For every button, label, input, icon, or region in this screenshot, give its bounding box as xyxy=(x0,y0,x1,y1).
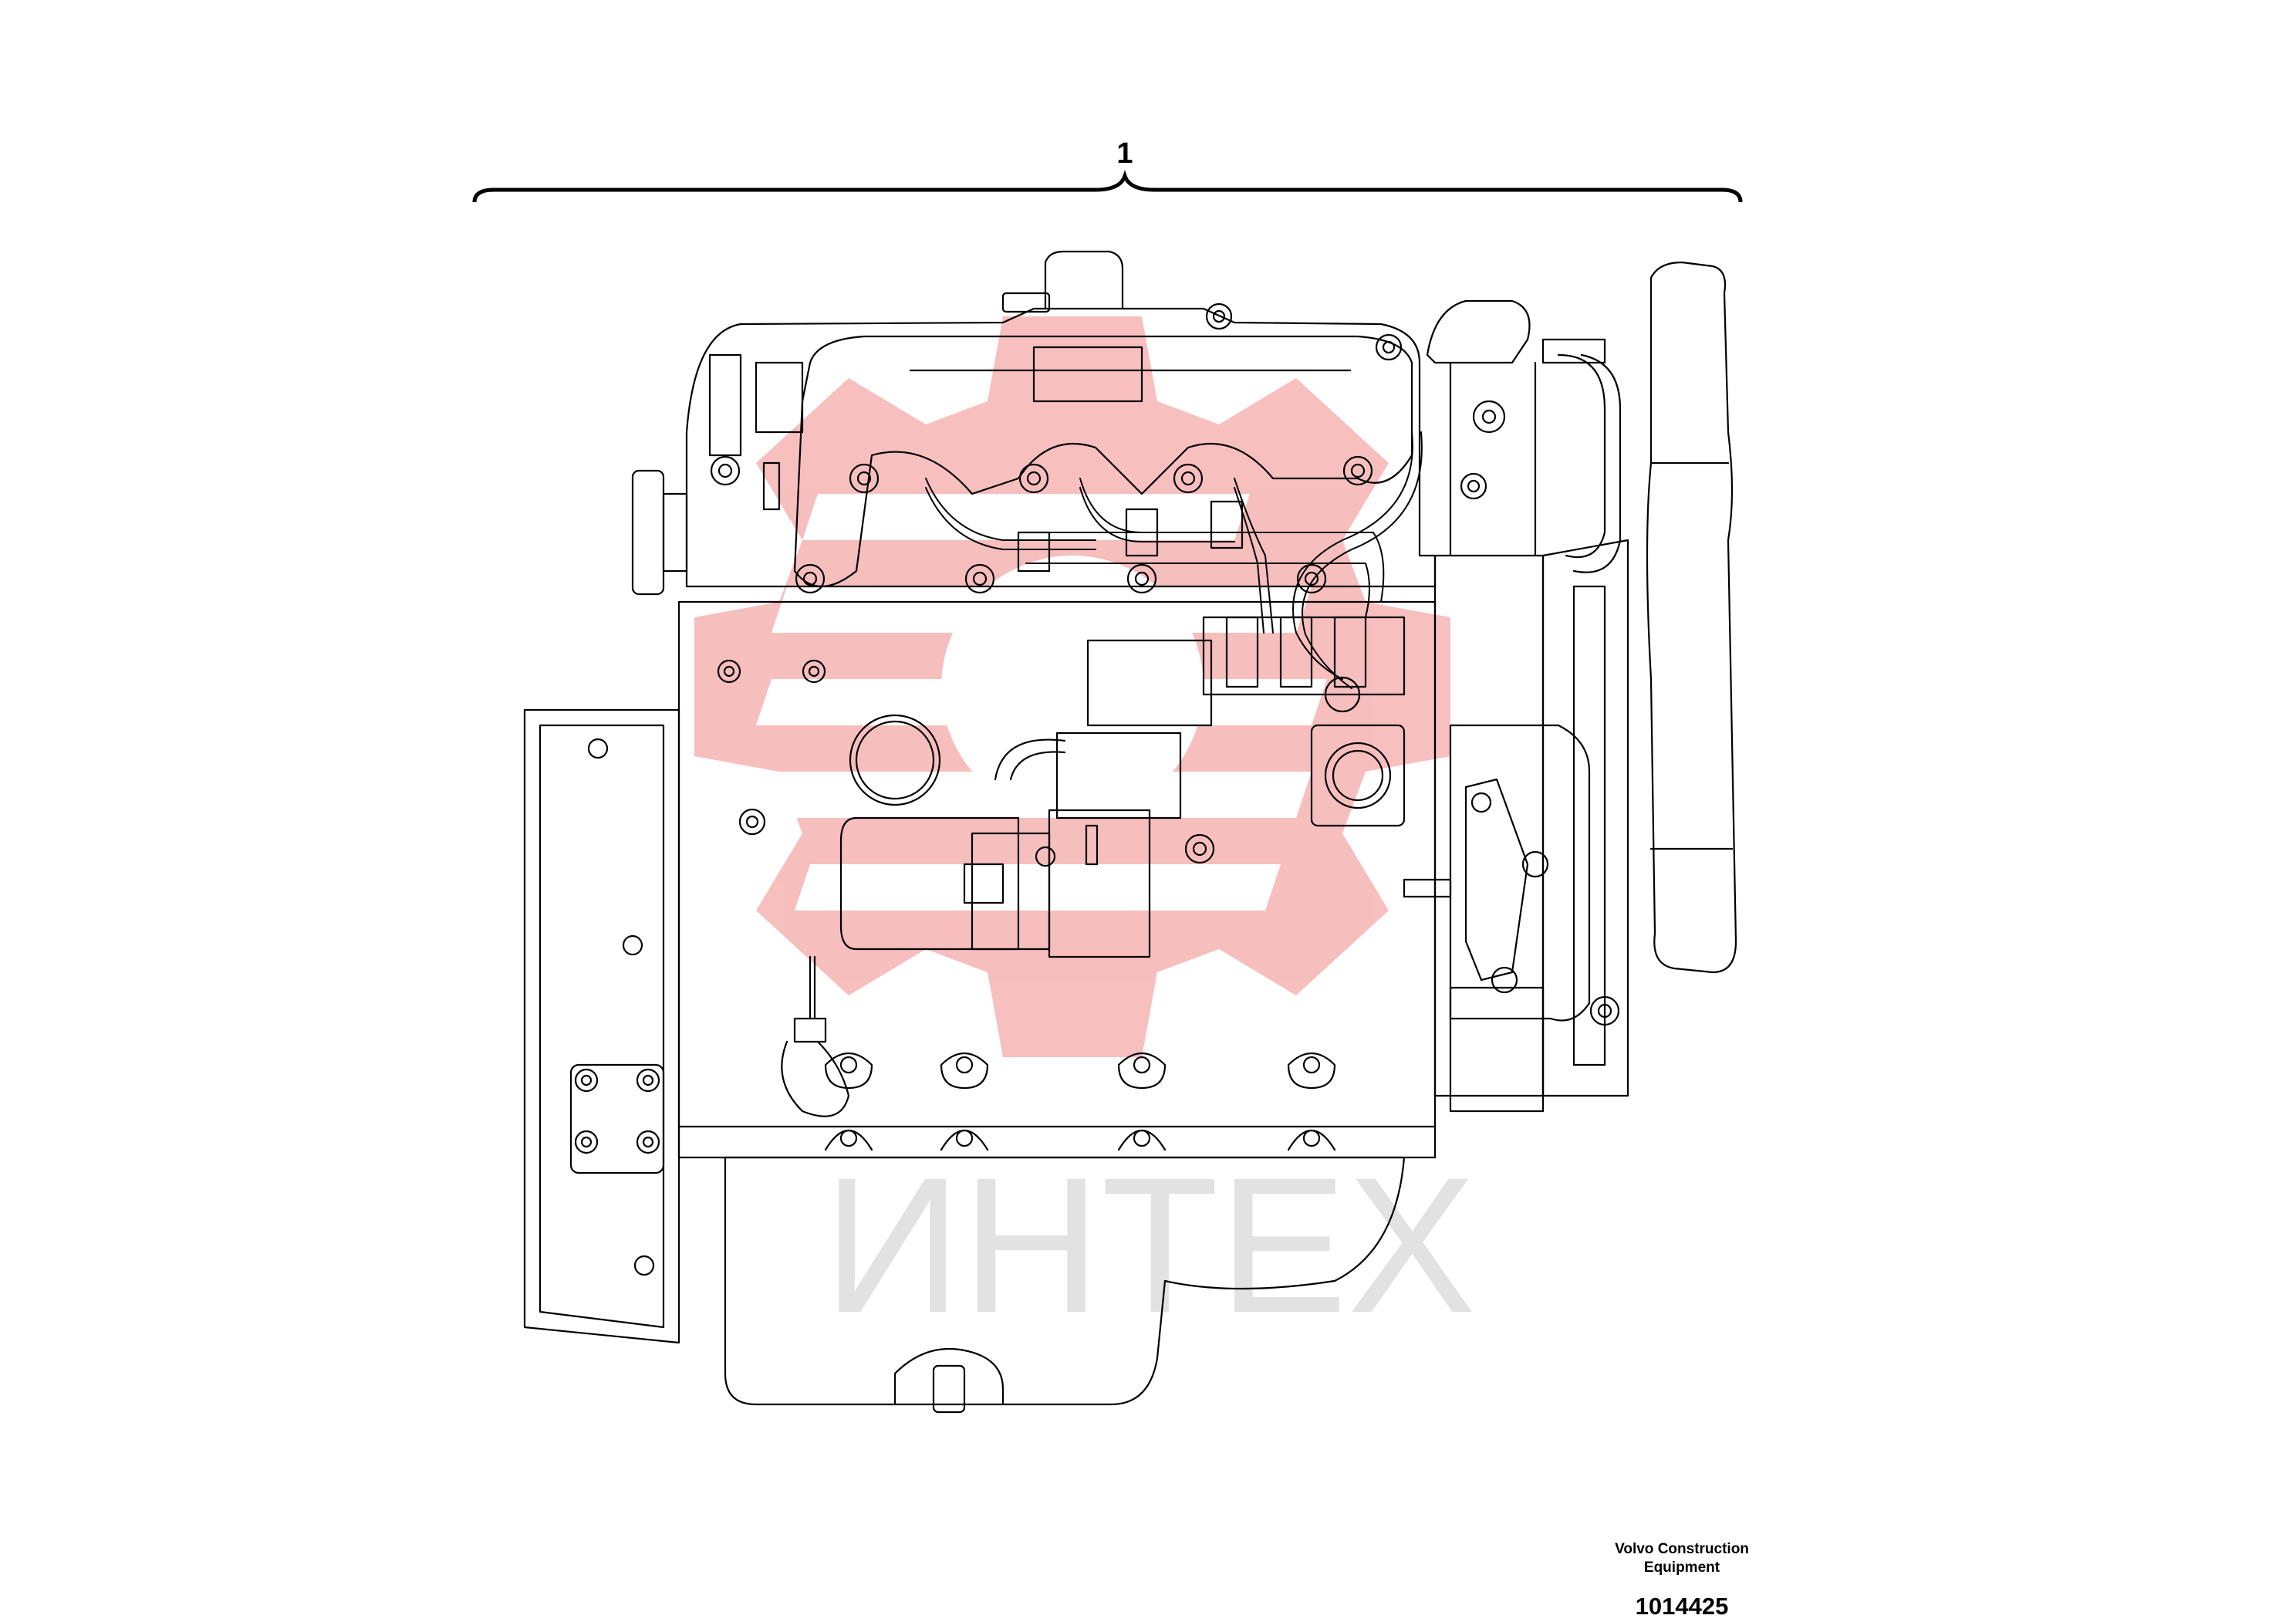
filler-neck xyxy=(1001,292,1051,313)
water-pump-housing xyxy=(1449,724,1591,1022)
manifold-bolts xyxy=(710,302,1403,594)
dipstick-tube xyxy=(781,1040,850,1117)
starter-motor xyxy=(839,816,1020,951)
oil-filler-cap xyxy=(1044,250,1124,310)
callout-brace xyxy=(472,170,1743,203)
exhaust-manifold xyxy=(793,335,1413,587)
block-lugs xyxy=(824,1053,1336,1151)
radiator-hose xyxy=(1557,353,1606,559)
oil-pan xyxy=(724,1156,1406,1406)
drain-plug xyxy=(932,1364,966,1414)
dipstick xyxy=(809,955,816,1020)
left-flange xyxy=(631,469,665,596)
item-callout-number: 1 xyxy=(1116,137,1133,170)
block-bolts xyxy=(717,659,1215,864)
thermostat-housing xyxy=(1426,299,1531,364)
alternator-bracket xyxy=(1464,778,1529,982)
document-number: 1014425 xyxy=(1635,1593,1729,1620)
flywheel-housing xyxy=(523,708,680,1344)
block-port xyxy=(849,714,941,806)
fan-pulley xyxy=(1541,539,1629,1097)
company-name: Volvo Construction Equipment xyxy=(1574,1540,1790,1577)
company-name-line2: Equipment xyxy=(1643,1559,1720,1576)
fuel-lines xyxy=(925,431,1423,689)
company-name-line1: Volvo Construction xyxy=(1615,1541,1749,1557)
valve-cover xyxy=(685,307,1437,588)
front-port-flange xyxy=(1310,724,1406,827)
drain-plug-boss xyxy=(893,1347,1004,1406)
watermark-text: ИНТЕХ xyxy=(823,1137,1476,1353)
watermark: ИНТЕХ xyxy=(694,316,1476,1353)
engine-line-art xyxy=(523,250,1737,1414)
watermark-gear-logo xyxy=(694,316,1450,1057)
cooling-fan xyxy=(1646,261,1737,974)
